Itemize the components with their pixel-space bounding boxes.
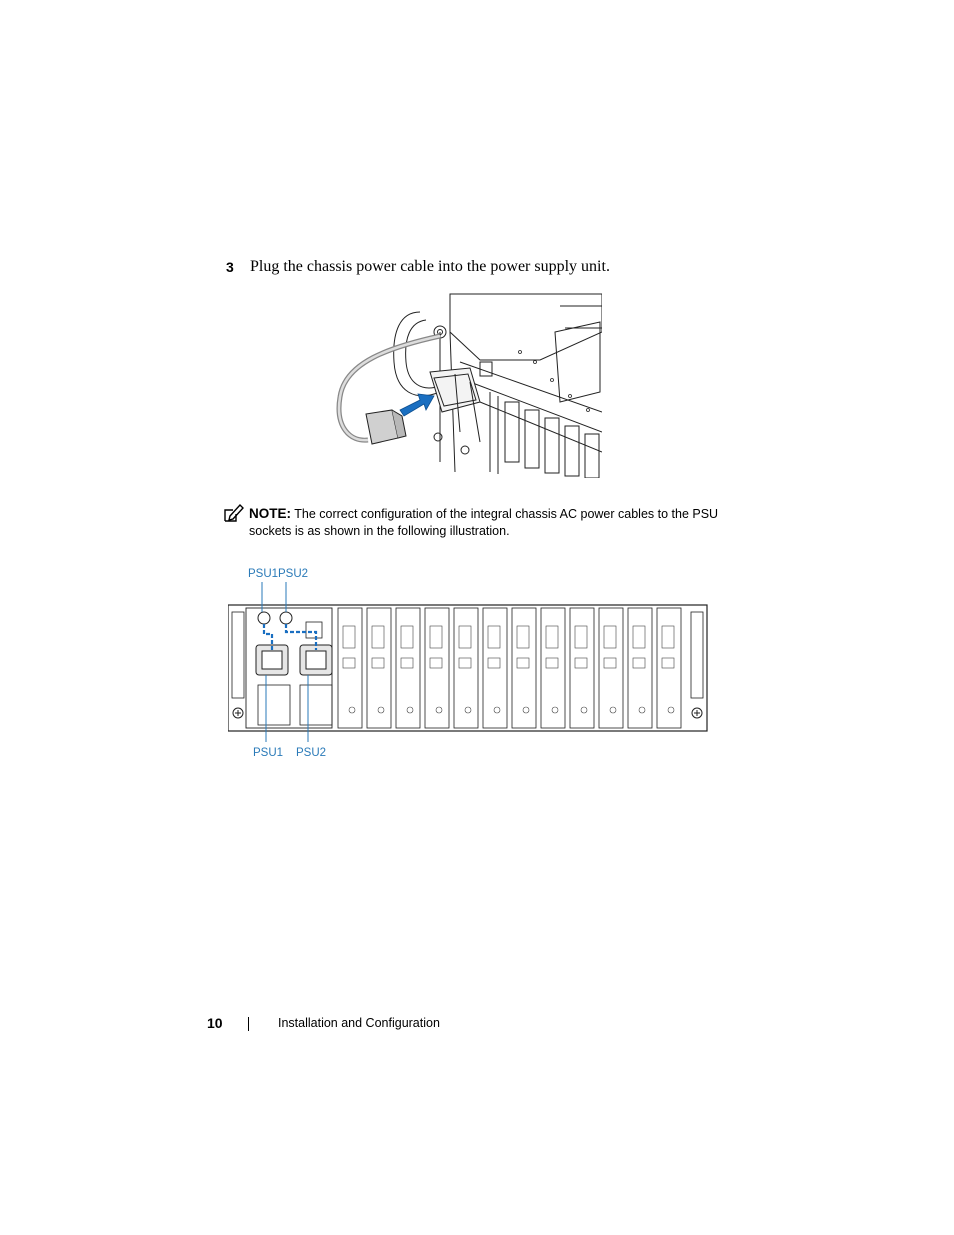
power-cable-illustration	[336, 293, 602, 478]
note-label: NOTE:	[249, 506, 291, 521]
chassis-rear-illustration: PSU1 PSU2 PSU1 PSU2	[228, 560, 710, 770]
footer-section-title: Installation and Configuration	[278, 1016, 440, 1030]
callout-psu2-top: PSU2	[278, 568, 309, 580]
step-text: Plug the chassis power cable into the po…	[250, 258, 610, 275]
callout-psu2-bottom: PSU2	[296, 747, 327, 759]
note: NOTE: The correct configuration of the i…	[249, 505, 719, 540]
step-number: 3	[226, 259, 234, 275]
footer-divider	[248, 1017, 249, 1031]
chassis-diagram	[228, 582, 708, 742]
note-body: The correct configuration of the integra…	[249, 507, 719, 538]
page-number: 10	[207, 1015, 223, 1031]
callout-psu1-top: PSU1	[248, 568, 279, 580]
note-pencil-icon	[224, 503, 244, 522]
callout-psu1-bottom: PSU1	[253, 747, 284, 759]
